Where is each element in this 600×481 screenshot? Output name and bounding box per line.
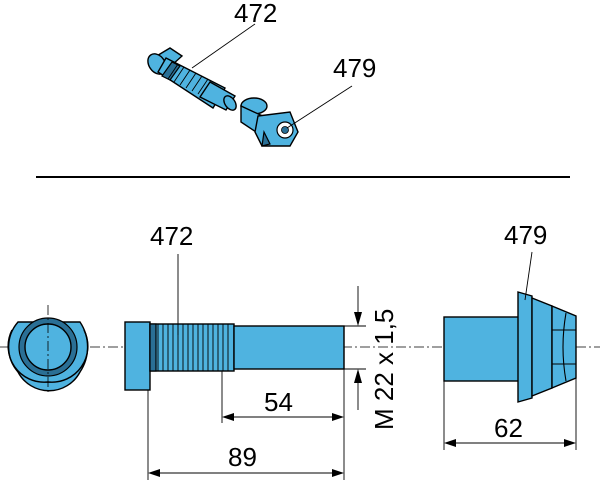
bolt-end-view (7, 305, 89, 395)
dimension-thread-diameter: M 22 x 1,5 (344, 286, 399, 430)
dimension-label-thread: M 22 x 1,5 (369, 309, 399, 430)
leader-line-479-side (524, 251, 533, 301)
dimension-thread-length: 54 (221, 369, 345, 423)
leader-line-472-top (191, 23, 256, 69)
isometric-nut (240, 97, 299, 147)
dimension-nut-length: 62 (443, 378, 577, 450)
isometric-bolt (147, 47, 237, 111)
callout-472-top: 472 (234, 0, 277, 28)
dimension-total-length: 89 (147, 390, 345, 480)
thread-hatching (149, 323, 229, 372)
nut-side-view (443, 291, 577, 403)
callout-479-top: 479 (333, 53, 376, 83)
dimension-label-89: 89 (228, 442, 257, 472)
dimension-label-62: 62 (494, 413, 523, 443)
callout-472-side: 472 (150, 221, 193, 251)
bolt-side-view (124, 321, 345, 391)
dimension-label-54: 54 (264, 387, 293, 417)
leader-line-479-top (286, 85, 353, 129)
callout-479-side: 479 (504, 220, 547, 250)
